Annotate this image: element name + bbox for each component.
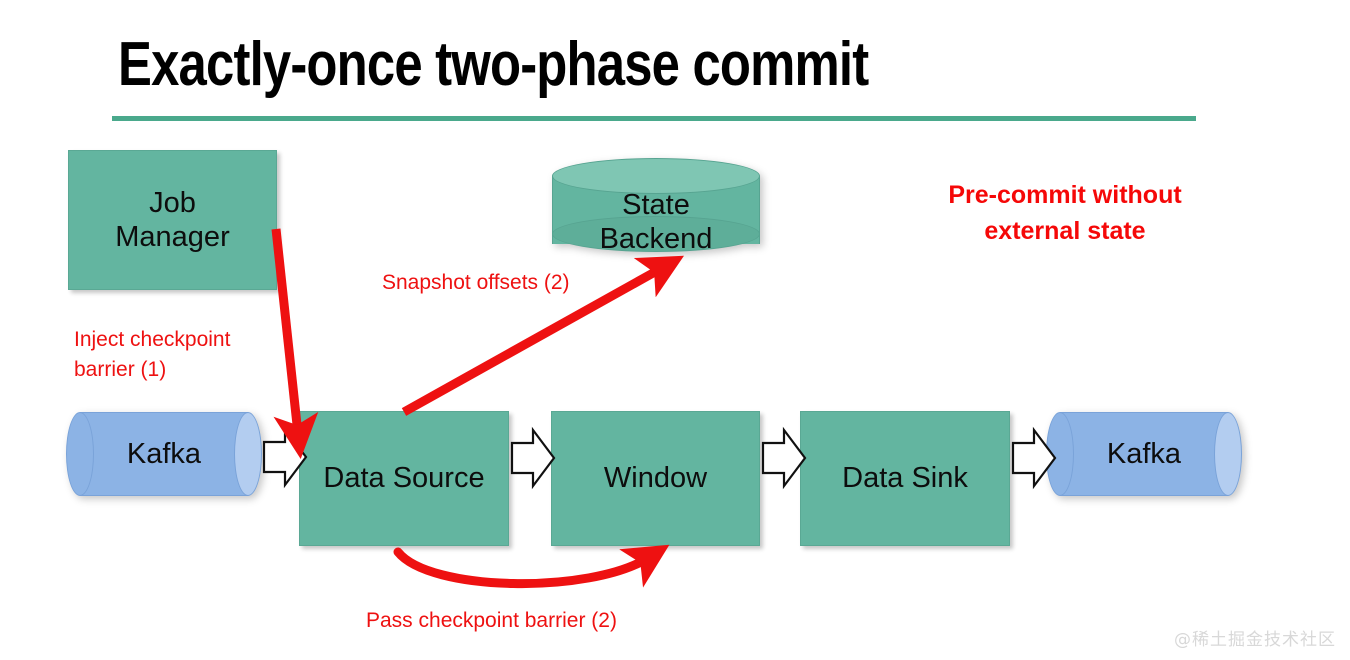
- node-data-source[interactable]: Data Source: [299, 411, 509, 546]
- node-kafka-source-label: Kafka: [126, 437, 202, 470]
- node-job-manager[interactable]: Job Manager: [68, 150, 277, 290]
- node-window[interactable]: Window: [551, 411, 760, 546]
- title-underline-rule: [112, 116, 1196, 121]
- node-data-sink[interactable]: Data Sink: [800, 411, 1010, 546]
- annotation-inject-checkpoint-barrier: Inject checkpoint barrier (1): [74, 328, 231, 381]
- state-backend-cylinder-bottom-ellipse: [552, 216, 760, 252]
- annotation-snapshot-offsets: Snapshot offsets (2): [382, 271, 570, 294]
- node-kafka-sink[interactable]: Kafka: [1046, 412, 1242, 496]
- node-state-backend-label: State Backend: [599, 189, 713, 256]
- node-kafka-sink-label: Kafka: [1106, 437, 1182, 470]
- state-backend-cylinder-top-ellipse: [552, 158, 760, 194]
- flow-arrow-data-source-to-window: [510, 426, 556, 490]
- flow-arrow-window-to-data-sink: [761, 426, 807, 490]
- node-job-manager-label: Job Manager: [115, 186, 230, 253]
- annotation-pass-checkpoint-barrier: Pass checkpoint barrier (2): [366, 609, 617, 632]
- node-kafka-source[interactable]: Kafka: [66, 412, 262, 496]
- node-data-sink-label: Data Sink: [842, 462, 968, 495]
- kafka-sink-cylinder-body: [1060, 412, 1228, 496]
- kafka-source-cylinder-left-cap: [66, 412, 94, 496]
- watermark: @稀土掘金技术社区: [1174, 630, 1336, 650]
- note-precommit-without-external-state: Pre-commit without external state: [948, 181, 1182, 245]
- kafka-source-cylinder-body: [80, 412, 248, 496]
- node-window-label: Window: [603, 462, 708, 495]
- node-data-source-label: Data Source: [323, 462, 485, 495]
- page-title: Exactly-once two-phase commit: [118, 30, 869, 99]
- kafka-sink-cylinder-right-cap: [1214, 412, 1242, 496]
- kafka-source-cylinder-right-cap: [234, 412, 262, 496]
- red-arrow-data-source-to-window-curved: [393, 544, 670, 589]
- node-state-backend[interactable]: State Backend: [552, 158, 760, 262]
